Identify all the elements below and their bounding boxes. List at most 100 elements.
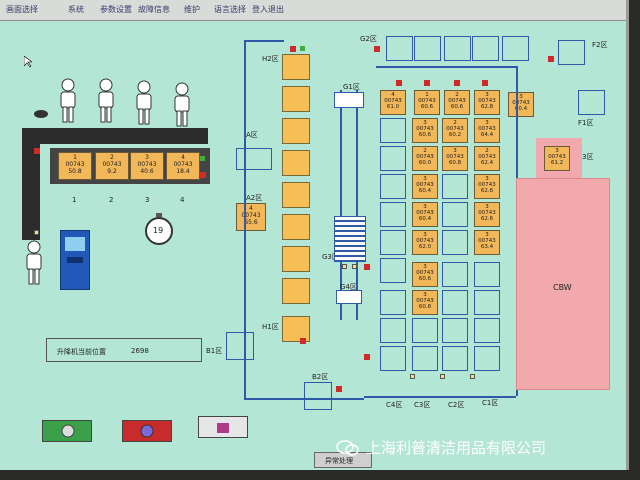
sensor-yellow	[470, 374, 475, 379]
sensor-red	[424, 80, 430, 86]
f-zone-slot[interactable]	[386, 36, 413, 61]
stopwatch-value: 19	[153, 226, 164, 235]
f-zone-slot[interactable]	[444, 36, 471, 61]
menu-item-system[interactable]: 系统	[68, 5, 84, 14]
conveyor-line	[376, 66, 516, 68]
h-column-slot[interactable]	[282, 316, 310, 342]
rack-cell-empty[interactable]	[442, 346, 468, 371]
sensor-red	[34, 148, 40, 154]
f-zone-slot[interactable]	[414, 36, 441, 61]
zone-label-g4: G4区	[340, 283, 357, 291]
rack-cell-empty[interactable]	[442, 318, 468, 343]
f-zone-slot[interactable]	[578, 90, 605, 115]
zone-label-f3: F3区	[578, 153, 594, 161]
h-column-slot[interactable]	[282, 118, 310, 144]
menu-item-screen-select[interactable]: 画面选择	[6, 5, 38, 14]
rack-cell-empty[interactable]	[380, 230, 406, 255]
menu-item-fault-info[interactable]: 故障信息	[138, 5, 170, 14]
h-column-slot[interactable]	[282, 54, 310, 80]
lift-position-value: 2698	[131, 347, 149, 355]
menu-item-language[interactable]: 语言选择	[214, 5, 246, 14]
rack-cell-empty[interactable]	[380, 146, 406, 171]
menu-item-login[interactable]: 登入退出	[252, 5, 284, 14]
h-column-slot[interactable]	[282, 214, 310, 240]
rack-cell-empty[interactable]	[412, 346, 438, 371]
menu-item-parameters[interactable]: 参数设置	[100, 5, 132, 14]
rack-cell-empty[interactable]	[380, 118, 406, 143]
menu-item-maintenance[interactable]: 维护	[184, 5, 200, 14]
stop-button[interactable]	[122, 420, 172, 442]
rack-cell-empty[interactable]	[380, 258, 406, 283]
h-column-slot[interactable]	[282, 182, 310, 208]
h-column-slot[interactable]	[282, 150, 310, 176]
h-column-slot[interactable]	[282, 278, 310, 304]
rack-cell-empty[interactable]	[474, 318, 500, 343]
lifter-carriage[interactable]	[334, 216, 366, 262]
rack-cell-empty[interactable]	[442, 174, 468, 199]
rack-cell-empty[interactable]	[380, 202, 406, 227]
f-zone-slot[interactable]	[502, 36, 529, 61]
rack-cell-empty[interactable]	[442, 290, 468, 315]
station-number: 1	[72, 196, 77, 204]
zone-label-b2: B2区	[312, 373, 329, 381]
zone-label-f1: F1区	[578, 119, 594, 127]
lifter-top	[334, 92, 364, 108]
stop-icon	[140, 424, 154, 438]
station-number: 4	[180, 196, 185, 204]
h-column-slot[interactable]	[282, 246, 310, 272]
rack-cell-empty[interactable]	[380, 346, 406, 371]
lift-position-label: 升降机当前位置	[57, 348, 106, 356]
f-zone-slot[interactable]	[558, 40, 585, 65]
zone-label-c3: C3区	[414, 401, 431, 409]
rack-cell-empty[interactable]	[442, 262, 468, 287]
f-zone-slot[interactable]	[472, 36, 499, 61]
lifter-bottom	[336, 290, 362, 304]
b1-zone-box	[226, 332, 254, 360]
rack-cell-empty[interactable]	[380, 318, 406, 343]
zone-label-f2: F2区	[592, 41, 608, 49]
rack-cell-empty[interactable]	[412, 318, 438, 343]
sensor-red	[548, 56, 554, 62]
rack-cell-empty[interactable]	[380, 290, 406, 315]
alarm-button[interactable]	[198, 416, 248, 438]
rack-cell-empty[interactable]	[474, 346, 500, 371]
h-column-slot[interactable]	[282, 86, 310, 112]
sensor-yellow	[34, 230, 39, 235]
rack-cell-empty[interactable]	[474, 290, 500, 315]
rack-cell-empty[interactable]	[380, 174, 406, 199]
rack-cell-empty[interactable]	[442, 202, 468, 227]
start-button[interactable]	[42, 420, 92, 442]
rack-cell-empty[interactable]	[474, 262, 500, 287]
sensor-red	[482, 80, 488, 86]
watermark-text: 上海利普清洁用品有限公司	[366, 439, 547, 457]
sensor-red	[290, 46, 296, 52]
zone-label-g2: G2区	[360, 35, 377, 43]
rack-cell-empty[interactable]	[442, 230, 468, 255]
sensor-yellow	[342, 264, 347, 269]
